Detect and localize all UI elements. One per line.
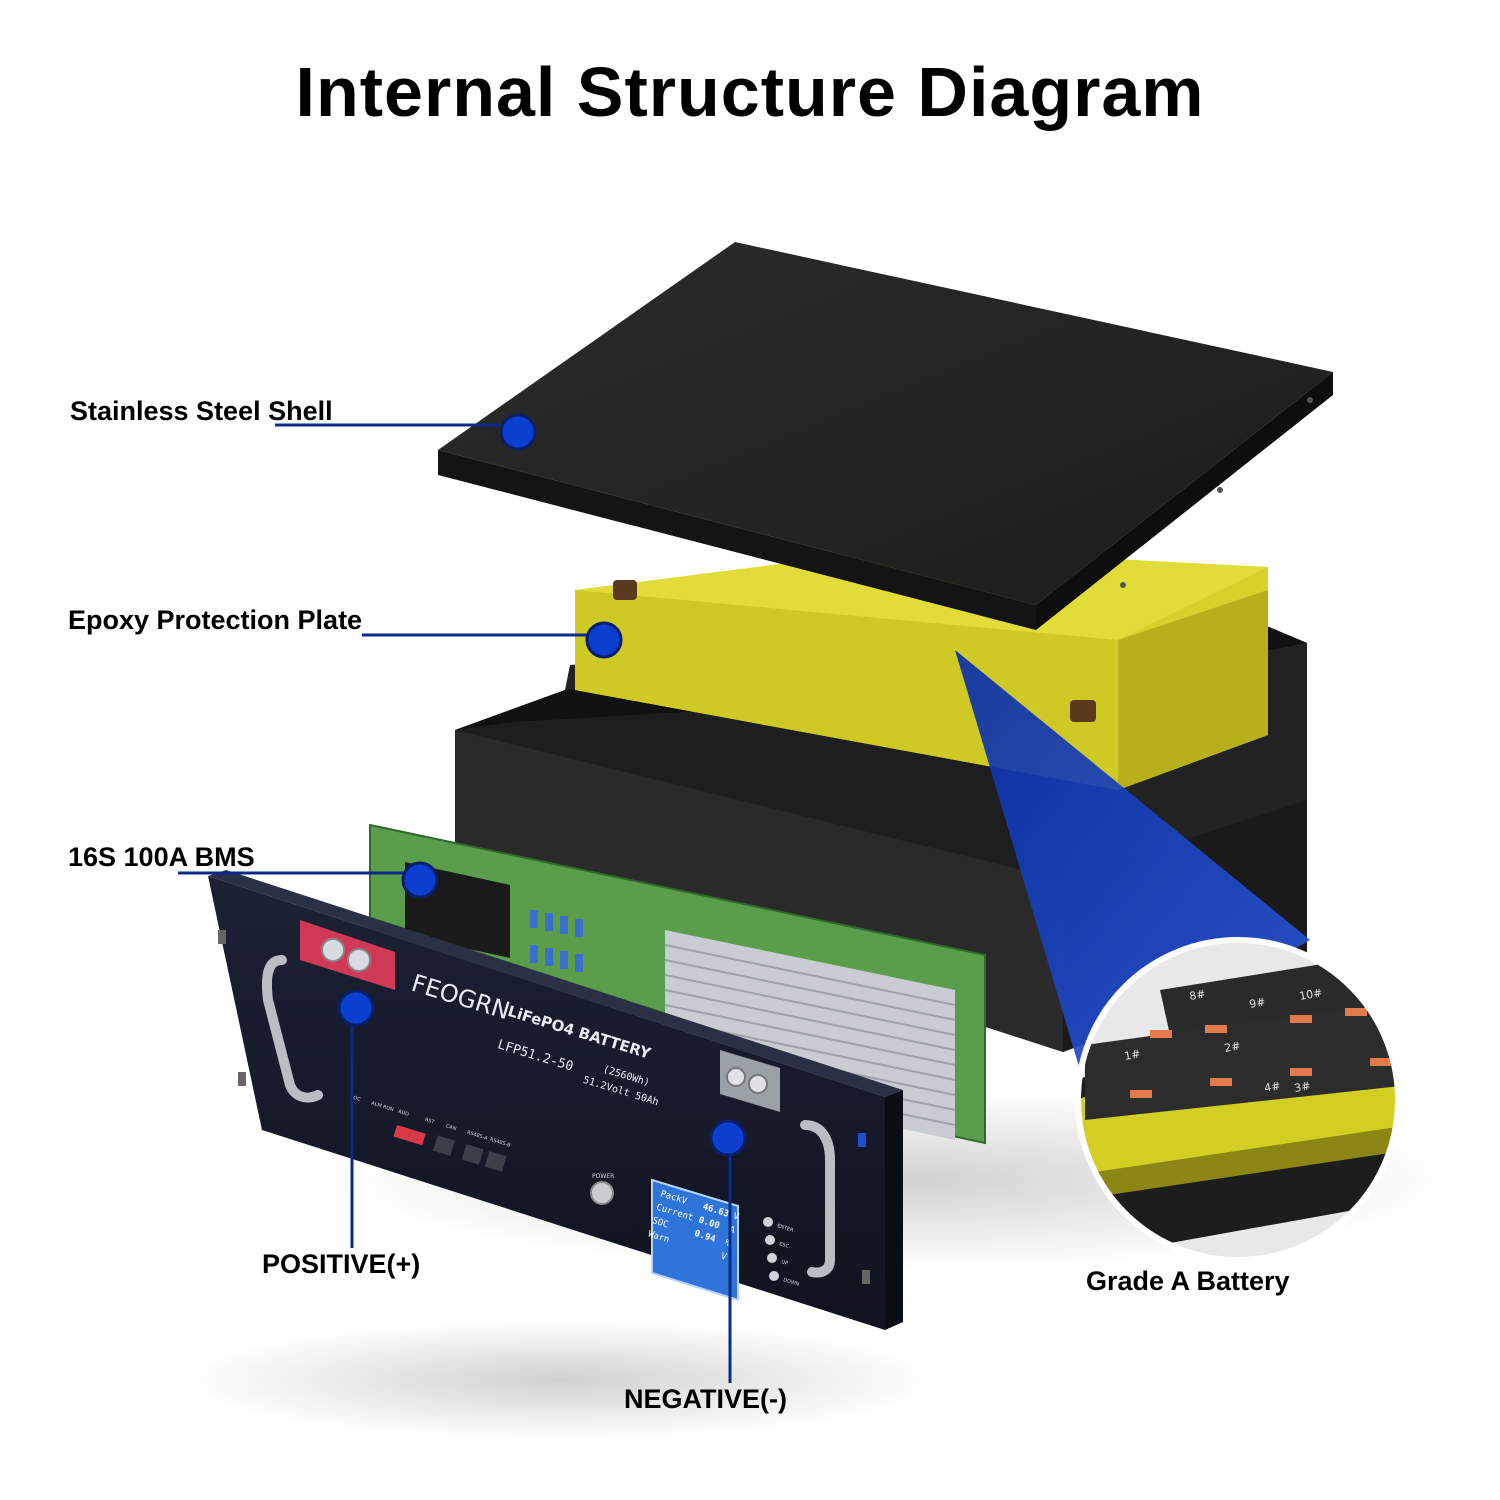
battery-front-panel: FEOGRN LiFePO4 BATTERY LFP51.2-50 (2560W… bbox=[208, 870, 903, 1330]
lcd-row-unit: V bbox=[720, 1252, 729, 1263]
lcd-button-up[interactable] bbox=[767, 1253, 777, 1263]
callout-leaders bbox=[178, 423, 732, 1383]
positive-terminal-block bbox=[300, 920, 395, 990]
lcd-row-unit: % bbox=[724, 1238, 733, 1249]
port-label: ADD bbox=[397, 1109, 410, 1118]
callout-negative: NEGATIVE(-) bbox=[624, 1384, 787, 1414]
panel-floor-shadow bbox=[180, 1320, 940, 1440]
callout-epoxy-plate: Epoxy Protection Plate bbox=[68, 605, 363, 635]
lcd-button-label: ENTER bbox=[776, 1223, 794, 1234]
cell-number-label: 4# bbox=[1263, 1079, 1281, 1095]
power-label: POWER bbox=[592, 1173, 614, 1180]
steel-shell-lid bbox=[438, 242, 1333, 630]
callout-steel-shell: Stainless Steel Shell bbox=[70, 396, 333, 426]
epoxy-terminal-stud bbox=[613, 580, 637, 600]
lcd-row-unit: A bbox=[728, 1225, 737, 1236]
lcd-nav-buttons: ENTER ESC UP DOWN bbox=[763, 1217, 800, 1288]
cell-number-label: 10# bbox=[1298, 986, 1323, 1003]
lcd-button-label: UP bbox=[780, 1259, 788, 1267]
cell-number-label: 11# bbox=[1358, 978, 1383, 995]
diagram-title: Internal Structure Diagram bbox=[295, 53, 1205, 131]
bms-marker-dot bbox=[401, 861, 439, 899]
shell-marker-dot bbox=[499, 413, 537, 451]
address-dip-switch[interactable] bbox=[393, 1125, 426, 1146]
cell-number-label: 9# bbox=[1248, 995, 1266, 1011]
port-label: RST bbox=[424, 1117, 436, 1126]
negative-marker-dot bbox=[709, 1119, 747, 1157]
epoxy-marker-dot bbox=[585, 621, 623, 659]
cell-number-label: 8# bbox=[1188, 987, 1206, 1003]
rs485-a-port[interactable] bbox=[461, 1144, 484, 1165]
callout-dots bbox=[337, 413, 747, 1157]
cell-number-label: 3# bbox=[1293, 1079, 1311, 1095]
port-label: CAN bbox=[445, 1123, 457, 1132]
cell-number-label: 1# bbox=[1123, 1047, 1141, 1063]
lcd-button-enter[interactable] bbox=[763, 1217, 773, 1227]
cell-number-label: 2# bbox=[1223, 1039, 1241, 1055]
lcd-row-label: SOC bbox=[651, 1216, 669, 1230]
port-label: SOC bbox=[349, 1094, 361, 1103]
callout-bms: 16S 100A BMS bbox=[68, 842, 255, 872]
lcd-button-label: DOWN bbox=[782, 1277, 800, 1288]
positive-marker-dot bbox=[337, 989, 375, 1027]
lcd-button-esc[interactable] bbox=[765, 1235, 775, 1245]
left-handle bbox=[261, 955, 323, 1103]
can-port[interactable] bbox=[433, 1135, 455, 1156]
epoxy-terminal-stud bbox=[1070, 700, 1096, 722]
rs485-b-port[interactable] bbox=[484, 1151, 507, 1172]
lcd-button-down[interactable] bbox=[769, 1271, 779, 1281]
right-handle bbox=[800, 1120, 835, 1278]
callout-positive: POSITIVE(+) bbox=[262, 1249, 421, 1279]
power-button[interactable] bbox=[590, 1181, 614, 1205]
lcd-button-label: ESC bbox=[778, 1241, 790, 1250]
callout-grade-a-battery: Grade A Battery bbox=[1086, 1266, 1290, 1296]
lcd-row-unit: V bbox=[732, 1212, 741, 1223]
